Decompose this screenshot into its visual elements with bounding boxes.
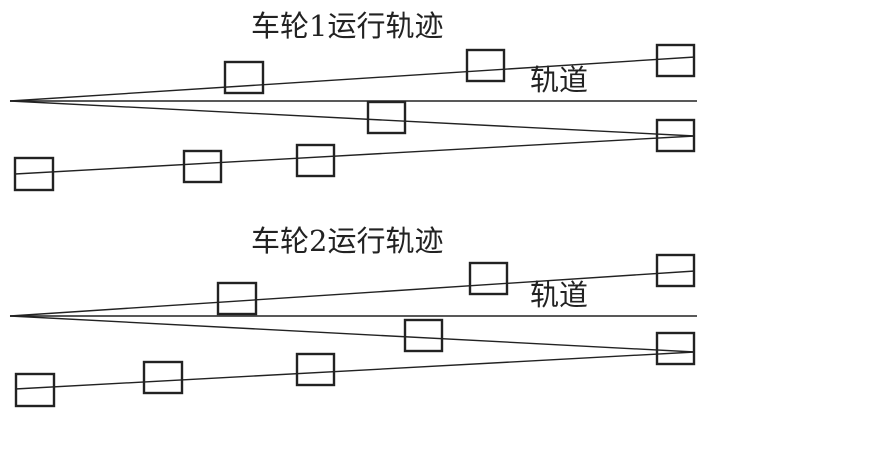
trajectory-segment-middle (9, 100, 696, 137)
wheel-position-box (295, 143, 336, 178)
trajectory-segment-upper (9, 56, 696, 102)
panel-wheel-1 (9, 43, 697, 192)
wheel-position-box (13, 156, 55, 192)
wheel-position-box (295, 352, 336, 387)
wheel-position-box (142, 360, 184, 395)
wheel-position-box (216, 281, 258, 316)
trajectory-segment-middle (9, 315, 696, 353)
trajectory-segment-lower (14, 351, 696, 390)
panel-1-track-label: 轨道 (530, 63, 589, 97)
trajectory-segment-upper (9, 270, 696, 317)
trajectory-segment-lower (14, 135, 696, 175)
panel-2-track-label: 轨道 (530, 278, 589, 312)
wheel-position-box (182, 149, 223, 184)
panel-2-title: 车轮2运行轨迹 (251, 224, 444, 258)
wheel-position-box (655, 118, 696, 153)
wheel-position-box (655, 43, 696, 78)
panel-1-title: 车轮1运行轨迹 (251, 9, 444, 43)
wheel-position-box (223, 60, 265, 95)
wheel-position-box (366, 100, 407, 135)
wheel-position-box (14, 372, 56, 408)
wheel-position-box (655, 331, 696, 366)
wheel-position-box (468, 261, 509, 296)
wheel-position-box (403, 318, 444, 353)
wheel-position-box (655, 253, 696, 288)
panel-wheel-2 (9, 253, 697, 408)
wheel-position-box (465, 48, 506, 83)
